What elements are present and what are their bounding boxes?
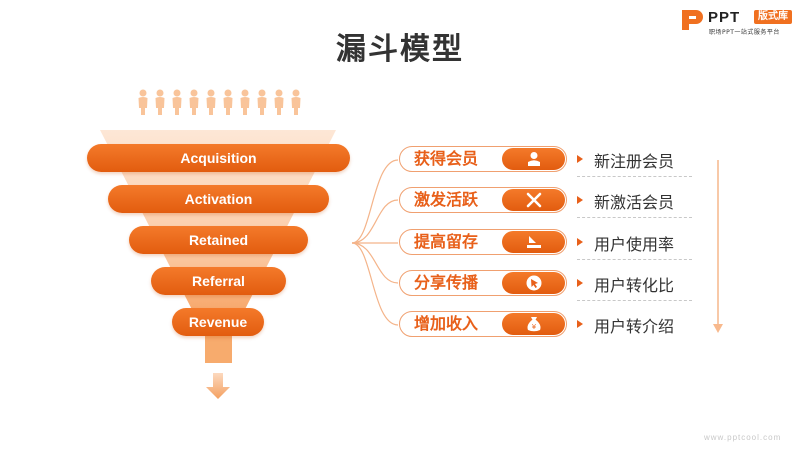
logo-tagline: 职场PPT一站式服务平台 bbox=[709, 29, 780, 36]
step-card-acquire-members: 获得会员 bbox=[399, 146, 567, 172]
step-card-share-spread: 分享传播 bbox=[399, 270, 567, 296]
step-label: 分享传播 bbox=[414, 273, 479, 292]
cross-icon bbox=[526, 192, 542, 208]
page-title: 漏斗模型 bbox=[336, 32, 464, 67]
step-card-improve-retention: 提高留存 bbox=[399, 229, 567, 255]
person-icon bbox=[257, 89, 267, 115]
divider bbox=[577, 217, 692, 218]
person-icon bbox=[138, 89, 148, 115]
divider bbox=[577, 176, 692, 177]
person-icon bbox=[206, 89, 216, 115]
bracket-lines bbox=[351, 159, 399, 326]
step-icon-pill: ¥ bbox=[502, 313, 565, 335]
user-icon bbox=[528, 152, 540, 166]
result-text: 用户转化比 bbox=[594, 276, 675, 295]
step-icon-pill bbox=[502, 272, 565, 294]
result-arrow-icon bbox=[577, 196, 583, 204]
result-text: 新注册会员 bbox=[594, 152, 675, 171]
retain-icon bbox=[527, 236, 541, 248]
step-icon-pill bbox=[502, 148, 565, 170]
funnel-stage-acquisition: Acquisition bbox=[87, 144, 350, 172]
person-icon bbox=[172, 89, 182, 115]
result-arrow-icon bbox=[577, 238, 583, 246]
step-icon-pill bbox=[502, 189, 565, 211]
logo-badge: 版式库 bbox=[754, 10, 792, 24]
result-arrow-icon bbox=[577, 320, 583, 328]
step-label: 激发活跃 bbox=[414, 190, 479, 209]
funnel-spout bbox=[205, 335, 232, 363]
svg-text:¥: ¥ bbox=[532, 323, 537, 331]
watermark: www.pptcool.com bbox=[704, 433, 782, 442]
logo-name: PPT bbox=[708, 9, 741, 26]
funnel-stage-referral: Referral bbox=[151, 267, 286, 295]
person-icon bbox=[189, 89, 199, 115]
result-text: 用户使用率 bbox=[594, 235, 675, 254]
person-icon bbox=[274, 89, 284, 115]
divider bbox=[577, 259, 692, 260]
result-text: 用户转介绍 bbox=[594, 317, 675, 336]
step-label: 提高留存 bbox=[414, 232, 479, 251]
step-icon-pill bbox=[502, 231, 565, 253]
logo-mark-icon bbox=[682, 10, 703, 30]
step-card-increase-revenue: 增加收入 ¥ bbox=[399, 311, 567, 337]
funnel-stage-retained: Retained bbox=[129, 226, 308, 254]
money-bag-icon: ¥ bbox=[527, 317, 541, 332]
share-icon bbox=[526, 275, 542, 291]
divider bbox=[577, 300, 692, 301]
result-arrow-icon bbox=[577, 155, 583, 163]
step-label: 获得会员 bbox=[414, 149, 479, 168]
brand-logo: PPT 版式库 职场PPT一站式服务平台 bbox=[680, 8, 794, 38]
funnel-stage-revenue: Revenue bbox=[172, 308, 264, 336]
step-label: 增加收入 bbox=[414, 314, 479, 333]
funnel-stage-activation: Activation bbox=[108, 185, 329, 213]
person-icon bbox=[240, 89, 250, 115]
result-down-arrow-icon bbox=[713, 324, 723, 333]
result-arrow-icon bbox=[577, 279, 583, 287]
person-icon bbox=[223, 89, 233, 115]
person-icon bbox=[155, 89, 165, 115]
result-text: 新激活会员 bbox=[594, 193, 675, 212]
funnel-down-arrow-icon bbox=[206, 373, 230, 399]
step-card-stimulate-activity: 激发活跃 bbox=[399, 187, 567, 213]
person-icon bbox=[291, 89, 301, 115]
